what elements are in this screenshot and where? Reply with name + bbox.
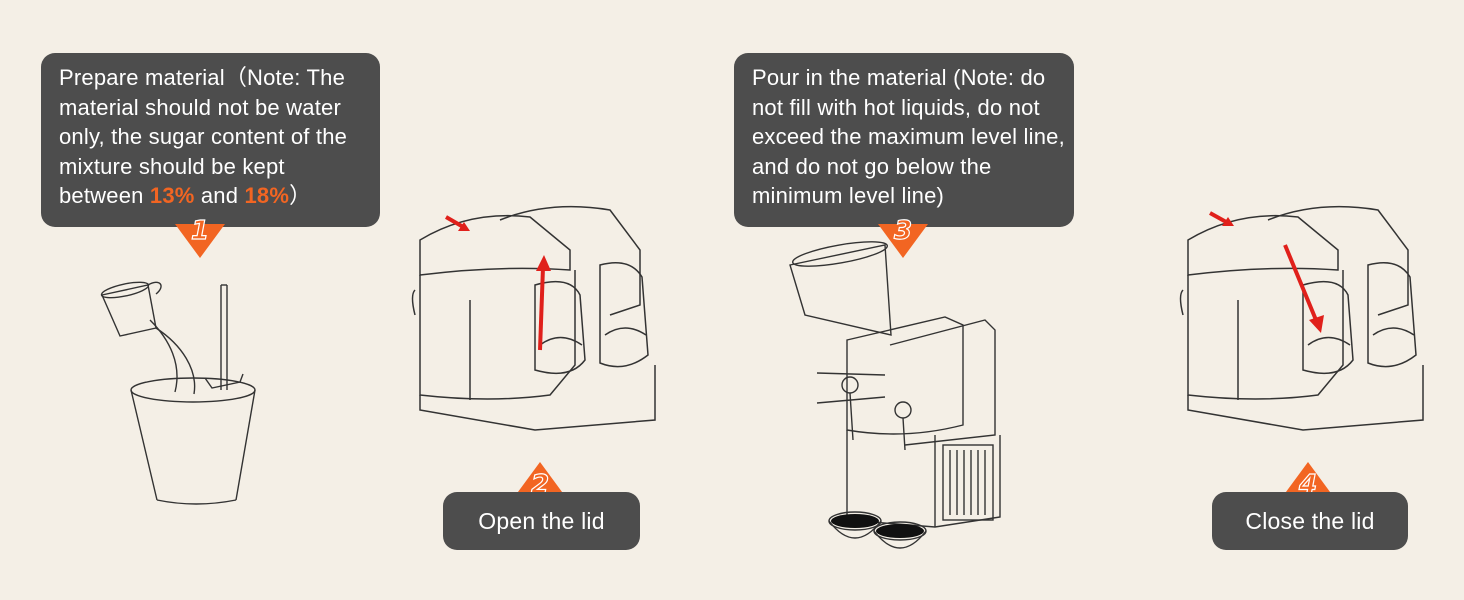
step1-note-bubble: Prepare material（Note: The material shou…: [41, 53, 380, 227]
step1-sugar-min: 13%: [149, 183, 195, 208]
machine-open-lid-illustration: [411, 205, 656, 431]
step1-sugar-max: 18%: [244, 183, 290, 208]
step3-number: 3: [893, 215, 913, 246]
pour-into-cup-illustration: [100, 281, 256, 505]
step1-text-before: Prepare material（Note: The material shou…: [59, 65, 348, 208]
step1-text-mid: and: [194, 183, 245, 208]
pour-material-machine-illustration: [789, 241, 1001, 549]
step1-text-after: ）: [289, 183, 312, 208]
step3-number-badge: [878, 224, 928, 258]
step1-number: 1: [190, 215, 210, 246]
step1-number-badge: [175, 224, 225, 258]
open-lid-label: Open the lid: [443, 492, 640, 550]
step4-number-badge: [1283, 462, 1333, 496]
step3-note-text: Pour in the material (Note: do not fill …: [752, 65, 1065, 208]
step2-number-badge: [515, 462, 565, 496]
step3-note-bubble: Pour in the material (Note: do not fill …: [734, 53, 1074, 227]
machine-close-lid-illustration: [1179, 205, 1424, 431]
close-lid-label: Close the lid: [1212, 492, 1408, 550]
